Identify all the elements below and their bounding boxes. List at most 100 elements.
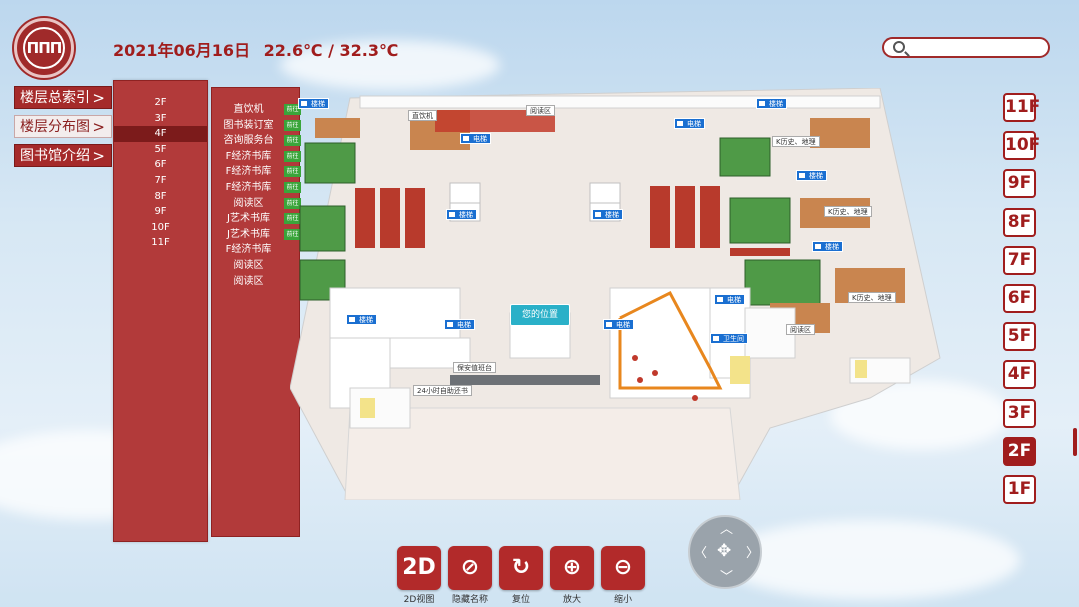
map-label-reading_top[interactable]: 阅读区 [526,105,555,116]
map-label-reading_right[interactable]: 阅读区 [786,324,815,335]
you-are-here-marker[interactable]: 您的位置 [510,304,570,326]
floor-index-item[interactable]: 4F [114,126,207,142]
reset-icon: ↻ [511,555,531,580]
poi-item[interactable]: 图书装订室前往 [212,118,301,134]
floor-index-item[interactable]: 6F [154,159,167,171]
menu-item-label: 楼层分布图 [20,119,90,135]
poi-item[interactable]: 阅读区前往 [212,196,301,212]
poi-item[interactable]: 直饮机前往 [212,102,301,118]
poi-item[interactable]: 阅读区 [212,258,299,274]
chevron-right-icon: > [92,89,105,107]
poi-item[interactable]: F经济书库前往 [212,149,301,165]
view2d-icon: 2D [402,555,436,580]
map-label-history1[interactable]: K历史、地理 [772,136,820,147]
elevator-marker[interactable]: 电梯 [714,294,745,305]
stair-marker[interactable]: 楼梯 [812,241,843,252]
floor-button-2f[interactable]: 2F [1003,436,1036,466]
zoomin-button[interactable]: ⊕ [550,546,594,590]
toilet-marker[interactable]: 卫生间 [710,333,748,344]
header-info: 2021年06月16日 22.6℃ / 32.3℃ [113,37,406,61]
floor-button-1f[interactable]: 1F [1003,474,1036,504]
stair-marker[interactable]: 楼梯 [796,170,827,181]
poi-item[interactable]: J艺术书库前往 [212,227,301,243]
zoomout-icon: ⊖ [613,555,633,580]
stair-marker[interactable]: 楼梯 [756,98,787,109]
cloud [280,40,500,90]
chevron-right-icon: > [92,147,105,165]
floor-index-item[interactable]: 5F [154,143,167,155]
menu-item-2[interactable]: 图书馆介绍> [14,144,112,167]
menu-item-label: 图书馆介绍 [20,148,90,164]
floor-button-10f[interactable]: 10F [1003,131,1040,161]
elevator-marker[interactable]: 电梯 [460,133,491,144]
pan-up-icon[interactable]: ︿ [720,522,734,537]
map-label-history2[interactable]: K历史、地理 [824,206,872,217]
go-button[interactable]: 前往 [284,104,301,115]
go-button[interactable]: 前往 [284,150,301,162]
floor-button-11f[interactable]: 11F [1003,93,1040,122]
floor-index-item[interactable]: 10F [151,221,170,233]
stair-marker[interactable]: 楼梯 [446,209,477,220]
go-button[interactable]: 前往 [284,197,301,209]
elevator-marker[interactable]: 电梯 [444,319,475,330]
poi-item[interactable]: F经济书库 [212,242,299,258]
move-icon[interactable]: ✥ [717,541,732,561]
floor-index-item[interactable]: 2F [154,97,167,108]
search-icon[interactable] [893,41,905,53]
elevator-marker[interactable]: 电梯 [674,118,705,129]
go-button[interactable]: 前往 [284,135,301,147]
reset-label: 复位 [511,595,530,605]
zoomin-icon: ⊕ [562,555,582,580]
view2d-button[interactable]: 2D [397,546,441,590]
floor-button-4f[interactable]: 4F [1003,360,1036,390]
zoomin-label: 放大 [562,595,581,605]
university-logo: ΠΠΠ [14,18,74,78]
floor-button-7f[interactable]: 7F [1003,245,1036,275]
search-input[interactable] [912,40,1044,55]
menu-item-1[interactable]: 楼层分布图> [14,115,112,138]
zoomout-button[interactable]: ⊖ [601,546,645,590]
pan-left-icon[interactable]: 〈 [694,546,708,561]
map-label-history3[interactable]: K历史、地理 [848,292,896,303]
floor-button-8f[interactable]: 8F [1003,207,1036,237]
map-label-selfservice[interactable]: 24小时自助还书 [413,385,472,396]
floor-index-item[interactable]: 7F [154,174,167,186]
poi-item[interactable]: F经济书库前往 [212,164,301,180]
search-box[interactable] [882,37,1050,58]
go-button[interactable]: 前往 [284,181,301,193]
poi-item[interactable]: F经济书库前往 [212,180,301,196]
floor-index-item[interactable]: 9F [154,206,167,218]
poi-item[interactable]: 阅读区 [212,274,299,290]
hide-icon: ⊘ [460,555,480,580]
go-button[interactable]: 前往 [284,228,301,240]
floor-button-3f[interactable]: 3F [1003,398,1036,428]
navigation-pad[interactable]: ︿ ﹀ 〈 〉 ✥ [688,515,762,589]
elevator-marker[interactable]: 电梯 [603,319,634,330]
go-button[interactable]: 前往 [284,213,301,225]
floor-button-9f[interactable]: 9F [1003,169,1036,199]
temperature-text: 22.6℃ / 32.3℃ [263,41,399,60]
pan-down-icon[interactable]: ﹀ [720,570,734,585]
stair-marker[interactable]: 楼梯 [346,314,377,325]
poi-item[interactable]: J艺术书库前往 [212,211,301,227]
reset-button[interactable]: ↻ [499,546,543,590]
floor-index-item[interactable]: 3F [154,112,167,124]
go-button[interactable]: 前往 [284,119,301,131]
floor-index-item[interactable]: 8F [154,190,167,202]
map-label-water[interactable]: 直饮机 [408,110,437,121]
left-menu: 楼层总索引>楼层分布图>图书馆介绍> [14,86,112,173]
zoomout-label: 缩小 [613,595,632,605]
floor-index-item[interactable]: 11F [151,237,170,249]
menu-item-0[interactable]: 楼层总索引> [14,86,112,109]
floor-button-6f[interactable]: 6F [1003,283,1036,313]
go-button[interactable]: 前往 [284,166,301,178]
stair-marker[interactable]: 楼梯 [592,209,623,220]
stair-marker[interactable]: 楼梯 [298,98,329,109]
chevron-right-icon: > [92,118,105,136]
floor-button-5f[interactable]: 5F [1003,322,1036,352]
poi-item[interactable]: 咨询服务台前往 [212,133,301,149]
hide-button[interactable]: ⊘ [448,546,492,590]
map-label-security[interactable]: 保安值班台 [453,362,496,373]
pan-right-icon[interactable]: 〉 [746,546,760,561]
